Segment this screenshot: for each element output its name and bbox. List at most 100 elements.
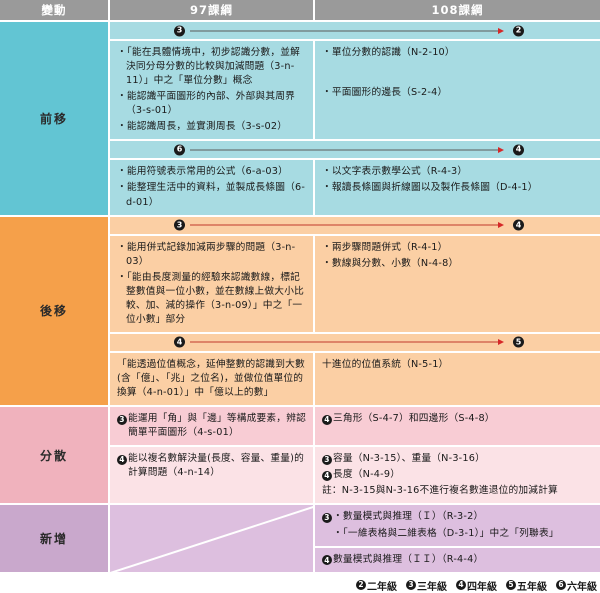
band-body-forward-move: 3 2 「能在具體情境中，初步認識分數，並解決同分母分數的比較與加減問題（3-n… — [110, 22, 600, 215]
grade-badge-to: 4 — [513, 219, 524, 231]
grade-badge: 3 — [117, 414, 127, 425]
band-label-dispersed: 分散 — [0, 407, 108, 504]
list-item: 能用符號表示常用的公式（6-a-03） — [117, 165, 307, 179]
grade-badge: 4 — [456, 580, 466, 591]
cell-new-curriculum: 3・數量模式與推理（Ｉ）（R-3-2） 「一維表格與二維表格（D-3-1）」中之… — [315, 505, 600, 546]
list-item: 能整理生活中的資料，並製成長條圖（6-d-01） — [117, 181, 307, 209]
list-item: 兩步驟問題併式（R-4-1） — [322, 241, 594, 255]
cell-old-curriculum: 能用併式記錄加減兩步驟的問題（3-n-03） 「能由長度測量的經驗來認識數線，標… — [110, 235, 313, 332]
list-item: 3・數量模式與推理（Ｉ）（R-3-2） — [322, 510, 594, 524]
list-item: 平面圖形的邊長（S-2-4） — [322, 86, 594, 100]
band-body-newly-added: 3・數量模式與推理（Ｉ）（R-3-2） 「一維表格與二維表格（D-3-1）」中之… — [110, 505, 600, 572]
grade-badge: 3 — [322, 455, 332, 465]
content-row: 「能透過位值概念，延伸整數的認識到大數(含「億」、「兆」之位名)，並做位值單位的… — [110, 352, 600, 406]
header-new-curriculum: 108課綱 — [315, 0, 600, 20]
header-old-curriculum: 97課綱 — [110, 0, 313, 20]
band-label-newly-added: 新增 — [0, 505, 108, 572]
list-item: 「能在具體情境中，初步認識分數，並解決同分母分數的比較與加減問題（3-n-11）… — [117, 46, 307, 88]
list-item: 單位分數的認識（N-2-10） — [322, 46, 594, 60]
table-header-row: 變動 97課綱 108課綱 — [0, 0, 600, 22]
grade-badge: 3 — [406, 580, 416, 591]
list-item-text: 能運用「角」與「邊」等構成要素，辨認簡單平面圖形（4-s-01） — [128, 413, 306, 439]
arrow-line — [190, 341, 500, 343]
legend-label: 三年級 — [417, 581, 447, 593]
arrow-line — [190, 30, 500, 31]
grade-badge-to: 5 — [513, 336, 524, 348]
cell-old-curriculum: 能用符號表示常用的公式（6-a-03） 能整理生活中的資料，並製成長條圖（6-d… — [110, 160, 313, 215]
legend-label: 四年級 — [467, 581, 497, 593]
band-label-forward-move: 前移 — [0, 22, 108, 215]
list-item-text: ・數量模式與推理（Ｉ）（R-3-2） — [333, 511, 484, 523]
band-forward-move: 前移 3 2 「能在具體情境中，初步認識分數，並解決同分母分數的比較與加減問題（… — [0, 22, 600, 215]
grade-badge-to: 4 — [513, 144, 524, 156]
list-item: 以文字表示數學公式（R-4-3） — [322, 165, 594, 179]
legend-label: 六年級 — [567, 581, 597, 593]
arrow-line — [190, 149, 500, 151]
paragraph: 十進位的位值系統（N-5-1） — [322, 358, 449, 370]
paragraph: 「能透過位值概念，延伸整數的認識到大數(含「億」、「兆」之位名)，並做位值單位的… — [117, 358, 305, 399]
cell-new-curriculum: 十進位的位值系統（N-5-1） — [315, 352, 600, 406]
list-item: 「能由長度測量的經驗來認識數線，標記整數值與一位小數，並在數線上做大小比較、加、… — [117, 271, 307, 327]
list-item: 能認識周長，並實測周長（3-s-02） — [117, 120, 307, 134]
list-item: 報讀長條圖與折線圖以及製作長條圖（D-4-1） — [322, 181, 594, 195]
curriculum-comparison-table: 變動 97課綱 108課綱 前移 3 2 「能在具體情境中，初步認識分數，並解決… — [0, 0, 600, 538]
cell-old-curriculum-empty — [110, 505, 313, 572]
arrow-head-icon — [498, 339, 504, 346]
legend-label: 五年級 — [517, 581, 547, 593]
list-item-text: 長度（N-4-9） — [333, 469, 401, 481]
arrow-strip-3-to-4: 3 4 — [110, 216, 600, 234]
list-item-text: 數量模式與推理（ＩＩ）（R-4-4） — [333, 553, 484, 565]
list-item-text: 能以複名數解決量(長度、容量、重量)的計算問題（4-n-14） — [128, 453, 305, 479]
content-row: 能用併式記錄加減兩步驟的問題（3-n-03） 「能由長度測量的經驗來認識數線，標… — [110, 235, 600, 332]
grade-badge: 4 — [322, 471, 332, 482]
grade-badge-to: 2 — [513, 25, 524, 36]
arrow-strip-3-to-2: 3 2 — [110, 22, 600, 39]
cell-old-curriculum: 「能透過位值概念，延伸整數的認識到大數(含「億」、「兆」之位名)，並做位值單位的… — [110, 352, 313, 406]
grade-badge-from: 3 — [174, 25, 185, 36]
band-backward-move: 後移 3 4 能用併式記錄加減兩步驟的問題（3-n-03） 「能由長度測量的經驗… — [0, 216, 600, 406]
header-variation: 變動 — [0, 0, 108, 20]
grade-badge-from: 3 — [174, 219, 185, 231]
grade-badge-from: 6 — [174, 144, 185, 156]
grade-badge: 3 — [322, 513, 332, 524]
arrow-head-icon — [498, 222, 504, 229]
legend-label: 二年級 — [367, 581, 397, 593]
new-curriculum-column: 3・數量模式與推理（Ｉ）（R-3-2） 「一維表格與二維表格（D-3-1）」中之… — [315, 505, 600, 572]
list-item-text: 容量（N-3-15）、重量（N-3-16） — [333, 453, 485, 465]
grade-badge: 4 — [117, 455, 127, 465]
grade-badge-from: 4 — [174, 336, 185, 348]
grade-badge: 4 — [322, 555, 332, 566]
note-text: 註：N-3-15與N-3-16不進行複名數進退位的加減計算 — [322, 485, 558, 497]
grade-badge: 6 — [556, 580, 566, 591]
cell-new-curriculum: 兩步驟問題併式（R-4-1） 數線與分數、小數（N-4-8） — [315, 235, 600, 332]
band-newly-added: 新增 3・數量模式與推理（Ｉ）（R-3-2） 「一維表格與二維表格（D-3-1）… — [0, 505, 600, 572]
cell-new-curriculum: 單位分數的認識（N-2-10） 平面圖形的邊長（S-2-4） — [315, 41, 600, 140]
list-item: 數線與分數、小數（N-4-8） — [322, 257, 594, 271]
band-label-backward-move: 後移 — [0, 216, 108, 406]
grade-badge: 2 — [356, 580, 366, 591]
content-row: 「能在具體情境中，初步認識分數，並解決同分母分數的比較與加減問題（3-n-11）… — [110, 41, 600, 140]
sub-list-item: 「一維表格與二維表格（D-3-1）」中之「列聯表」 — [322, 527, 594, 541]
grade-badge: 5 — [506, 580, 516, 591]
arrow-head-icon — [498, 27, 504, 34]
band-body-backward-move: 3 4 能用併式記錄加減兩步驟的問題（3-n-03） 「能由長度測量的經驗來認識… — [110, 216, 600, 406]
